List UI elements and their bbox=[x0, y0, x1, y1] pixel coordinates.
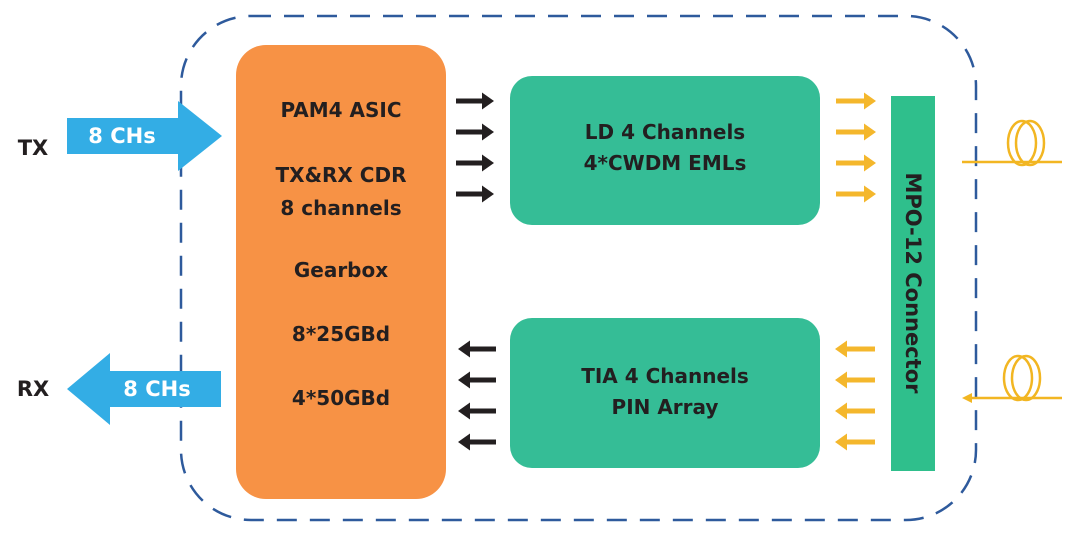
module-boundary bbox=[179, 14, 978, 522]
ld-module-subtitle: 4*CWDM EMLs bbox=[584, 151, 747, 175]
asic-block bbox=[236, 45, 446, 499]
optical-arrow-icon bbox=[835, 402, 875, 420]
optical-arrow-icon bbox=[836, 185, 876, 203]
electrical-arrow-icon bbox=[456, 154, 494, 172]
electrical-arrow-icon bbox=[456, 92, 494, 110]
tx-port-label: TX bbox=[18, 136, 49, 160]
rx-bus-label: 8 CHs bbox=[123, 377, 190, 401]
tx-fiber-coil-icon bbox=[962, 119, 1062, 167]
mpo-connector-bar bbox=[891, 96, 935, 471]
optical-arrow-icon bbox=[836, 92, 876, 110]
electrical-arrow-icon bbox=[458, 402, 496, 420]
electrical-arrow-icon bbox=[458, 371, 496, 389]
rx-fiber-arrowhead-icon bbox=[962, 393, 972, 403]
rx-port-label: RX bbox=[17, 377, 49, 401]
optical-arrow-icon bbox=[835, 433, 875, 451]
optical-arrow-icon bbox=[836, 154, 876, 172]
rx-bus-arrow-icon bbox=[67, 353, 221, 425]
electrical-arrow-icon bbox=[458, 433, 496, 451]
asic-host-rate-label: 8*25GBd bbox=[292, 322, 390, 346]
tia-module-title: TIA 4 Channels bbox=[581, 364, 749, 388]
optical-arrow-icon bbox=[836, 123, 876, 141]
asic-cdr-label: TX&RX CDR bbox=[276, 163, 407, 187]
asic-channels-label: 8 channels bbox=[280, 196, 401, 220]
tia-module-subtitle: PIN Array bbox=[612, 395, 719, 419]
asic-line-rate-label: 4*50GBd bbox=[292, 386, 390, 410]
asic-gearbox-label: Gearbox bbox=[294, 258, 388, 282]
ld-module-block bbox=[510, 76, 820, 225]
asic-title: PAM4 ASIC bbox=[280, 98, 401, 122]
mpo-connector-label: MPO-12 Connector bbox=[901, 172, 925, 394]
optical-arrow-icon bbox=[835, 340, 875, 358]
electrical-arrow-icon bbox=[456, 123, 494, 141]
optical-arrow-icon bbox=[835, 371, 875, 389]
ld-module-title: LD 4 Channels bbox=[585, 120, 745, 144]
electrical-arrow-icon bbox=[458, 340, 496, 358]
rx-fiber-coil-icon bbox=[968, 354, 1062, 402]
electrical-arrow-icon bbox=[456, 185, 494, 203]
tia-module-block bbox=[510, 318, 820, 468]
tx-bus-arrow-icon bbox=[67, 101, 222, 171]
tx-bus-label: 8 CHs bbox=[88, 124, 155, 148]
